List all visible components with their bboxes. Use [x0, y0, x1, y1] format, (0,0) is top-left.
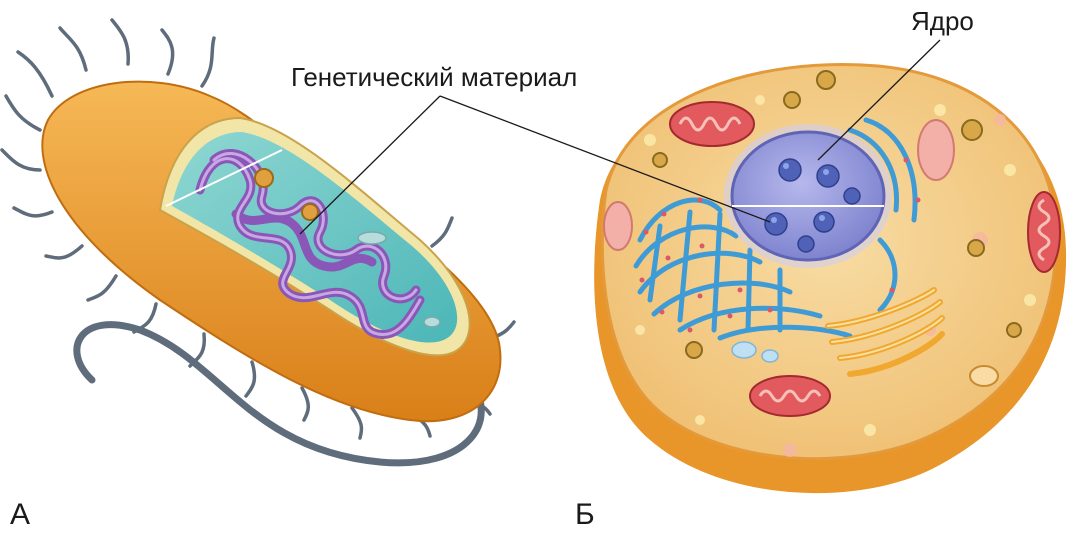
genetic-material-label: Генетический материал — [291, 62, 577, 93]
panel-a-label: А — [10, 498, 30, 532]
endocytic-vesicle — [970, 366, 998, 386]
inclusion-body — [358, 232, 386, 244]
panel-b-label: Б — [575, 498, 595, 532]
nucleus — [724, 124, 892, 268]
ribosome-granule — [255, 169, 273, 187]
ribosome-granule — [302, 204, 318, 220]
mitochondrion — [670, 102, 754, 146]
eukaryote-cell — [594, 65, 1066, 494]
mitochondrion — [750, 376, 830, 416]
inclusion-body — [424, 317, 440, 327]
vacuole — [918, 120, 954, 180]
vacuole — [604, 202, 632, 250]
nucleus-label: Ядро — [911, 6, 974, 37]
mitochondrion — [1028, 192, 1060, 272]
